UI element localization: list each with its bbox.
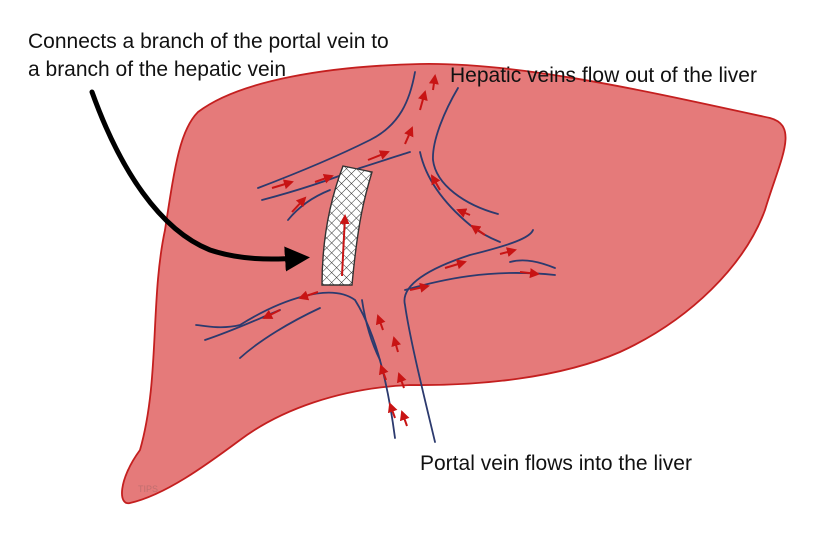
portal-vein-label: Portal vein flows into the liver: [420, 452, 692, 475]
flow-arrow-icon: [499, 247, 517, 257]
flow-arrow-icon: [396, 372, 407, 389]
tips-stent: [321, 165, 373, 286]
flow-arrow-icon: [262, 309, 281, 319]
flow-arrow-icon: [339, 214, 350, 277]
flow-arrow-icon: [470, 224, 486, 236]
portal-vein-inner-left: [361, 299, 381, 361]
flow-arrow-icon: [375, 314, 386, 331]
flow-arrow-icon: [271, 179, 294, 190]
flow-arrow-icon: [391, 336, 402, 353]
portal-vein-wall-left: [195, 291, 396, 439]
flow-arrow-icon: [314, 173, 334, 184]
flow-arrow-icon: [409, 282, 430, 293]
curved-pointer-arrow-icon: [89, 89, 310, 272]
hepatic-vein-wall-right: [432, 87, 499, 215]
shunt-label-line2: a branch of the hepatic vein: [28, 58, 287, 81]
portal-vein-wall-right: [403, 229, 534, 443]
flow-arrows: [262, 74, 540, 427]
flow-arrow-icon: [456, 208, 471, 218]
flow-arrow-icon: [387, 402, 398, 419]
flow-arrow-icon: [298, 290, 319, 301]
hepatic-vein-label: Hepatic veins flow out of the liver: [450, 64, 757, 87]
flow-arrow-icon: [444, 259, 467, 270]
hepatic-vein-inner-right: [419, 151, 501, 243]
watermark: TIPS: [138, 484, 159, 494]
hepatic-branch-small: [287, 189, 331, 221]
shunt-label: Connects a branch of the portal vein to …: [28, 28, 389, 84]
hepatic-vein-wall-left: [257, 71, 416, 189]
flow-arrow-icon: [399, 410, 410, 427]
flow-arrow-icon: [404, 126, 414, 145]
portal-branch-small: [509, 259, 556, 269]
portal-branch-left-low2: [239, 307, 321, 359]
liver-shape: [121, 63, 787, 504]
flow-arrow-icon: [519, 268, 540, 279]
flow-arrow-icon: [367, 150, 390, 161]
flow-arrow-icon: [428, 74, 439, 91]
flow-arrow-icon: [431, 174, 441, 191]
shunt-label-line1: Connects a branch of the portal vein to: [28, 30, 389, 53]
flow-arrow-icon: [378, 364, 389, 381]
flow-arrow-icon: [291, 196, 307, 213]
flow-arrow-icon: [418, 90, 428, 111]
